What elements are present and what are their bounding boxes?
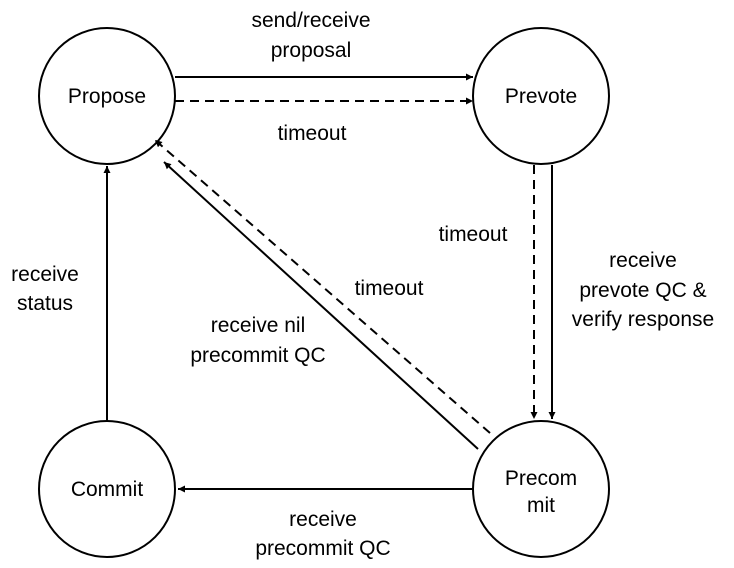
edge-label-status: status	[17, 292, 73, 315]
edge-label-prevote-qc: prevote QC &	[579, 279, 706, 302]
prevote-circle	[472, 27, 610, 165]
edge-label-timeout-prevote-precommit: timeout	[439, 223, 508, 246]
edge-label-nil-precommit-qc: precommit QC	[190, 344, 325, 367]
commit-label: Commit	[71, 478, 143, 501]
edge-label-receive-precommit: receive	[289, 508, 357, 531]
node-precommit: Precom mit	[472, 420, 610, 558]
prevote-label: Prevote	[505, 85, 577, 108]
edge-label-receive-nil: receive nil	[211, 314, 306, 337]
edge-precommit-to-propose-timeout-arrow	[154, 139, 491, 434]
edge-label-precommit-qc: precommit QC	[255, 537, 390, 560]
node-prevote: Prevote	[472, 27, 610, 165]
propose-circle	[38, 27, 176, 165]
propose-label: Propose	[68, 85, 146, 108]
precommit-label-line1: Precom	[505, 467, 577, 490]
edge-label-send-receive: send/receive	[251, 9, 370, 32]
edge-label-timeout-propose-prevote: timeout	[278, 122, 347, 145]
edge-label-proposal: proposal	[271, 39, 352, 62]
edge-label-receive-prevote: receive	[609, 249, 677, 272]
edge-precommit-to-propose-arrow	[163, 161, 479, 450]
edge-label-verify-response: verify response	[572, 308, 714, 331]
precommit-label-line2: mit	[527, 494, 555, 517]
edge-label-timeout-precommit-propose: timeout	[355, 277, 424, 300]
node-commit: Commit	[38, 420, 176, 558]
edge-label-receive-status: receive	[11, 263, 79, 286]
node-propose: Propose	[38, 27, 176, 165]
